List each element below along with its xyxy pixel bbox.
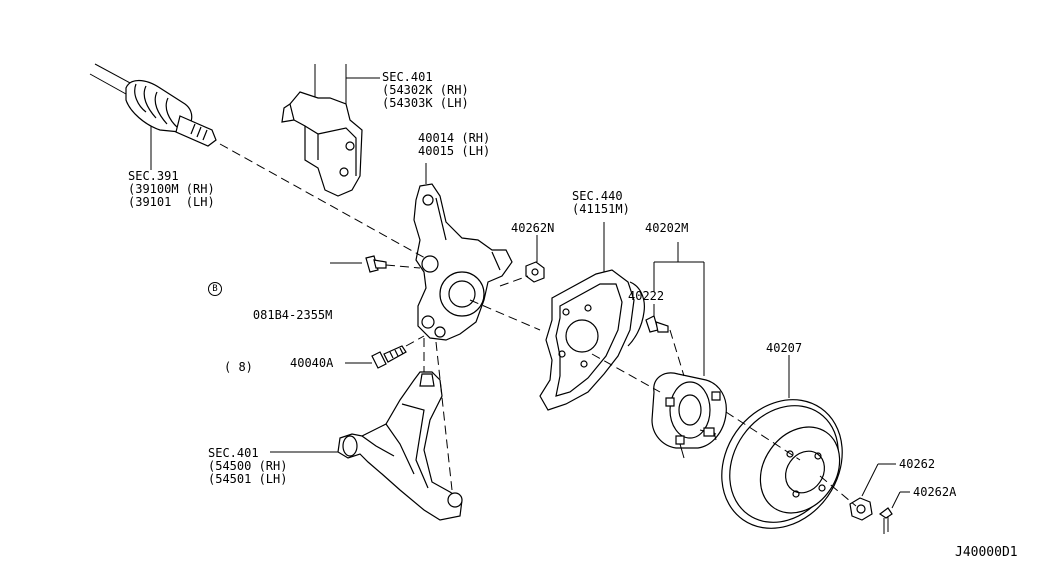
nut-40262n (525, 235, 545, 283)
lower-control-arm (270, 371, 463, 521)
circled-b-marker: B (208, 282, 222, 296)
diagram-code: J40000D1 (955, 545, 1018, 560)
assembly-axis-lines (219, 143, 857, 507)
hub-bolt-40222 (645, 304, 669, 333)
label-nut-40262n: 40262N (511, 221, 555, 235)
nut-40262 (849, 463, 896, 521)
label-sec401-top: SEC.401(54302K (RH)(54303K (LH) (382, 70, 469, 110)
label-bolt-b: B 081B4-2355M ( 8) (208, 257, 332, 387)
label-sec401-bottom: SEC.401(54500 (RH)(54501 (LH) (208, 446, 288, 486)
cotter-pin (878, 491, 910, 534)
drive-shaft (89, 63, 217, 170)
label-nut-40262: 40262 (899, 457, 936, 471)
label-sec391: SEC.391(39100M (RH)(39101 (LH) (128, 169, 215, 209)
bolt-40040a (345, 345, 407, 369)
label-hub-40202m: 40202M (645, 221, 689, 235)
splash-guard (539, 222, 645, 411)
label-hub-bolt-40222: 40222 (628, 289, 665, 303)
hub-assembly (651, 242, 727, 459)
brake-rotor (721, 355, 843, 529)
bolt-081b4 (330, 255, 387, 273)
strut-bracket (281, 64, 380, 197)
label-sec440: SEC.440(41151M) (572, 189, 630, 216)
label-rotor-40207: 40207 (766, 341, 803, 355)
label-bolt-40040a: 40040A (290, 356, 334, 370)
label-knuckle: 40014 (RH)40015 (LH) (418, 131, 491, 158)
label-pin-40262a: 40262A (913, 485, 957, 499)
steering-knuckle (413, 163, 513, 341)
